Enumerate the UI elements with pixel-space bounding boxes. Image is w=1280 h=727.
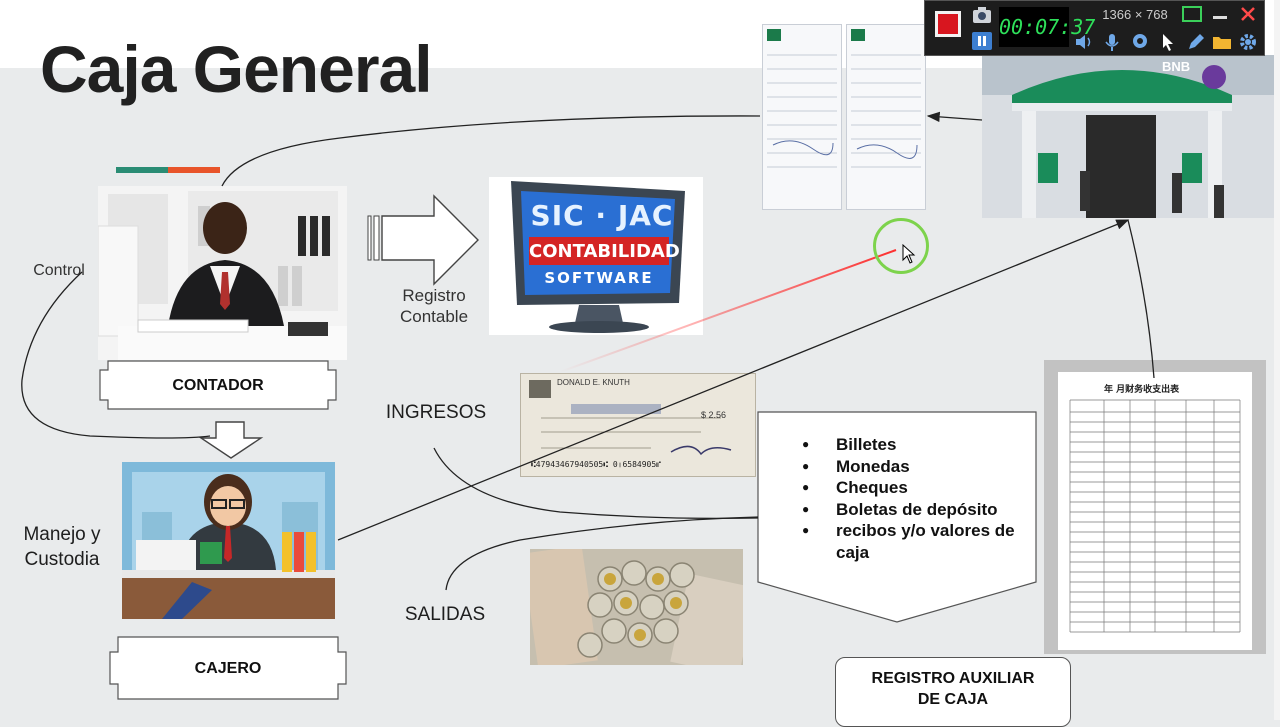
ledger-title: 年 月财务收支出表 bbox=[1104, 385, 1180, 395]
cursor-icon[interactable] bbox=[1157, 31, 1179, 53]
contador-label: CONTADOR bbox=[172, 377, 264, 394]
software-image: SIC · JAC CONTABILIDAD SOFTWARE bbox=[489, 177, 703, 335]
cheque-numbers: ⑆47943467940505⑆ 0∥6584905⑈ bbox=[531, 460, 661, 469]
cajero-label: CAJERO bbox=[194, 660, 262, 677]
deposit-slip-2 bbox=[846, 24, 926, 210]
list-item: Billetes bbox=[802, 434, 1036, 456]
cajero-box bbox=[109, 636, 347, 700]
cursor-highlight-ring bbox=[873, 218, 929, 274]
folder-icon[interactable] bbox=[1211, 31, 1233, 53]
bullet-list: Billetes Monedas Cheques Boletas de depó… bbox=[760, 412, 1036, 602]
accent-bar-orange bbox=[168, 167, 220, 173]
list-item: Boletas de depósito bbox=[802, 499, 1036, 521]
cheque-amount: $ 2.56 bbox=[701, 410, 727, 420]
close-icon[interactable] bbox=[1237, 5, 1259, 23]
list-item: Cheques bbox=[802, 477, 1036, 499]
speaker-icon[interactable] bbox=[1073, 31, 1095, 53]
screen-icon[interactable] bbox=[1181, 5, 1203, 23]
pause-icon[interactable] bbox=[971, 31, 993, 51]
resolution-label: 1366 × 768 bbox=[1102, 7, 1168, 22]
contador-photo bbox=[98, 186, 347, 360]
right-edge-strip bbox=[1274, 0, 1280, 720]
bank-sign: BNB bbox=[1162, 59, 1191, 74]
gear-icon[interactable] bbox=[1237, 31, 1259, 53]
right-arrow bbox=[367, 194, 479, 286]
ingresos-label: INGRESOS bbox=[385, 402, 487, 423]
down-arrow bbox=[198, 421, 264, 459]
accent-bar-teal bbox=[116, 167, 168, 173]
control-label: Control bbox=[33, 262, 85, 279]
minimize-icon[interactable] bbox=[1209, 5, 1231, 23]
registro-contable-label: Registro Contable bbox=[399, 286, 469, 326]
manejo-custodia-label: Manejo y Custodia bbox=[23, 524, 101, 570]
ledger-sheet-image: 年 月财务收支出表 bbox=[1044, 360, 1266, 654]
money-image bbox=[530, 549, 743, 665]
webcam-icon[interactable] bbox=[1129, 31, 1151, 53]
screen-recorder-toolbar: 00:07:37 1366 × 768 bbox=[924, 0, 1265, 56]
salidas-label: SALIDAS bbox=[404, 604, 486, 625]
pen-icon[interactable] bbox=[1185, 31, 1207, 53]
software-line3: SOFTWARE bbox=[544, 269, 654, 287]
list-item: Monedas bbox=[802, 456, 1036, 478]
microphone-icon[interactable] bbox=[1101, 31, 1123, 53]
software-line2: CONTABILIDAD bbox=[529, 241, 680, 262]
record-icon[interactable] bbox=[935, 11, 961, 37]
software-line1: SIC · JAC bbox=[530, 199, 674, 232]
bank-photo: BNB bbox=[982, 55, 1276, 218]
cheque-name: DONALD E. KNUTH bbox=[557, 378, 630, 387]
recording-timer: 00:07:37 bbox=[999, 7, 1095, 47]
camera-icon[interactable] bbox=[971, 5, 993, 25]
cajero-image bbox=[122, 462, 335, 619]
list-item: recibos y/o valores de caja bbox=[802, 520, 1036, 563]
mouse-cursor-icon bbox=[902, 244, 916, 264]
cheque-image: DONALD E. KNUTH $ 2.56 ⑆47943467940505⑆ … bbox=[520, 373, 756, 477]
deposit-slip-1 bbox=[762, 24, 842, 210]
slide-title: Caja General bbox=[40, 32, 433, 106]
registro-auxiliar-label: REGISTRO AUXILIAR DE CAJA bbox=[871, 670, 1035, 708]
